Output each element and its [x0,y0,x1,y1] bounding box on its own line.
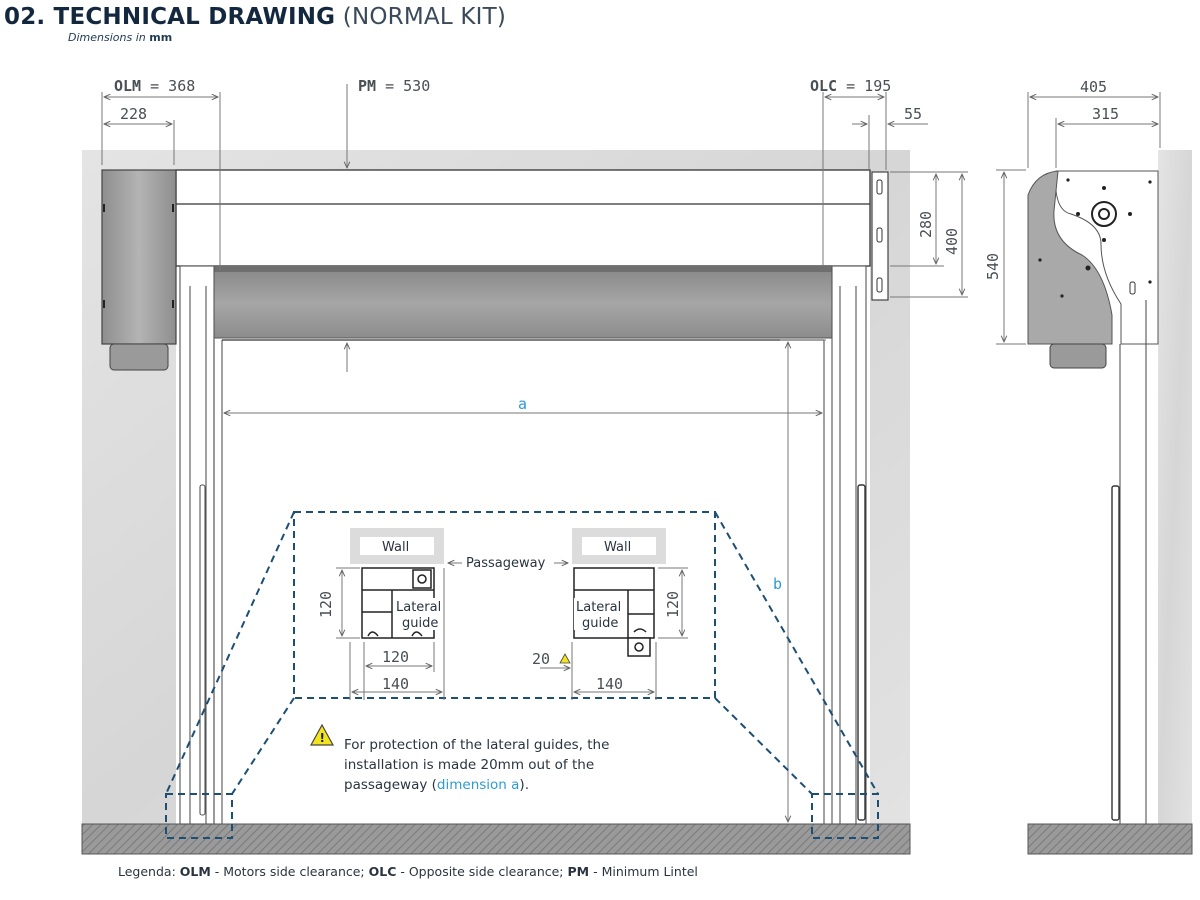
warning-text-pre: For protection of the lateral guides, th… [344,737,610,793]
header: 02. TECHNICAL DRAWING (NORMAL KIT) Dimen… [4,4,506,44]
dim-405: 405 [1080,78,1107,96]
side-bracket [871,171,889,301]
subtitle-prefix: Dimensions in [68,31,150,44]
page-title: 02. TECHNICAL DRAWING (NORMAL KIT) [4,4,506,30]
pm-dimension: PM = 530 [358,77,430,95]
subtitle-unit: mm [149,31,173,44]
legend-pm: PM [567,864,590,879]
dim-b: b [773,575,782,593]
side-wall [1158,150,1192,824]
title-kit: (NORMAL KIT) [335,4,507,30]
detail-left-height: 120 [317,591,335,618]
warning-text-highlight: dimension a [436,777,520,793]
legend: Legenda: OLM - Motors side clearance; OL… [118,864,698,879]
dim-400: 400 [943,228,961,255]
legend-olm-desc: - Motors side clearance; [210,864,369,879]
motor-unit [109,343,169,371]
legend-olm: OLM [179,864,211,879]
detail-right-height: 120 [664,591,682,618]
wall-right-label: Wall [604,540,631,555]
title-bold: 02. TECHNICAL DRAWING [4,4,336,30]
passageway-label: Passageway [466,556,546,571]
legend-prefix: Legenda: [118,864,180,879]
warning-icon [309,723,335,746]
left-guide [179,265,223,825]
legend-olc: OLC [368,864,397,879]
wall-left-label: Wall [382,540,409,555]
subtitle: Dimensions in mm [68,31,506,44]
detail-left-inner-width: 120 [382,648,409,666]
roller [213,269,833,339]
detail-warning-icon [559,653,571,664]
dim-55: 55 [904,105,922,123]
olm-dimension: OLM = 368 [114,77,195,95]
side-housing [1027,170,1113,345]
warning-text-post: ). [519,777,529,793]
legend-olc-desc: - Opposite side clearance; [396,864,568,879]
legend-pm-desc: - Minimum Lintel [589,864,698,879]
motor-box [101,169,177,345]
detail-right-offset: 20 [532,650,550,668]
detail-right-outer-width: 140 [596,675,623,693]
side-floor [1027,823,1193,855]
svg-text:!: ! [320,731,325,745]
front-view: OLM = 368 228 PM = 530 OLC = 195 55 280 … [81,77,968,855]
dim-a: a [518,395,527,413]
header-box [175,169,871,267]
dim-540: 540 [984,253,1002,280]
olc-dimension: OLC = 195 [810,77,891,95]
detail-left-outer-width: 140 [382,675,409,693]
side-view: 405 315 540 [984,78,1193,855]
dim-280: 280 [917,211,935,238]
warning-note: For protection of the lateral guides, th… [344,735,674,795]
dim-228: 228 [120,105,147,123]
side-bracket [1055,170,1159,345]
dim-315: 315 [1092,105,1119,123]
right-guide [823,265,867,825]
